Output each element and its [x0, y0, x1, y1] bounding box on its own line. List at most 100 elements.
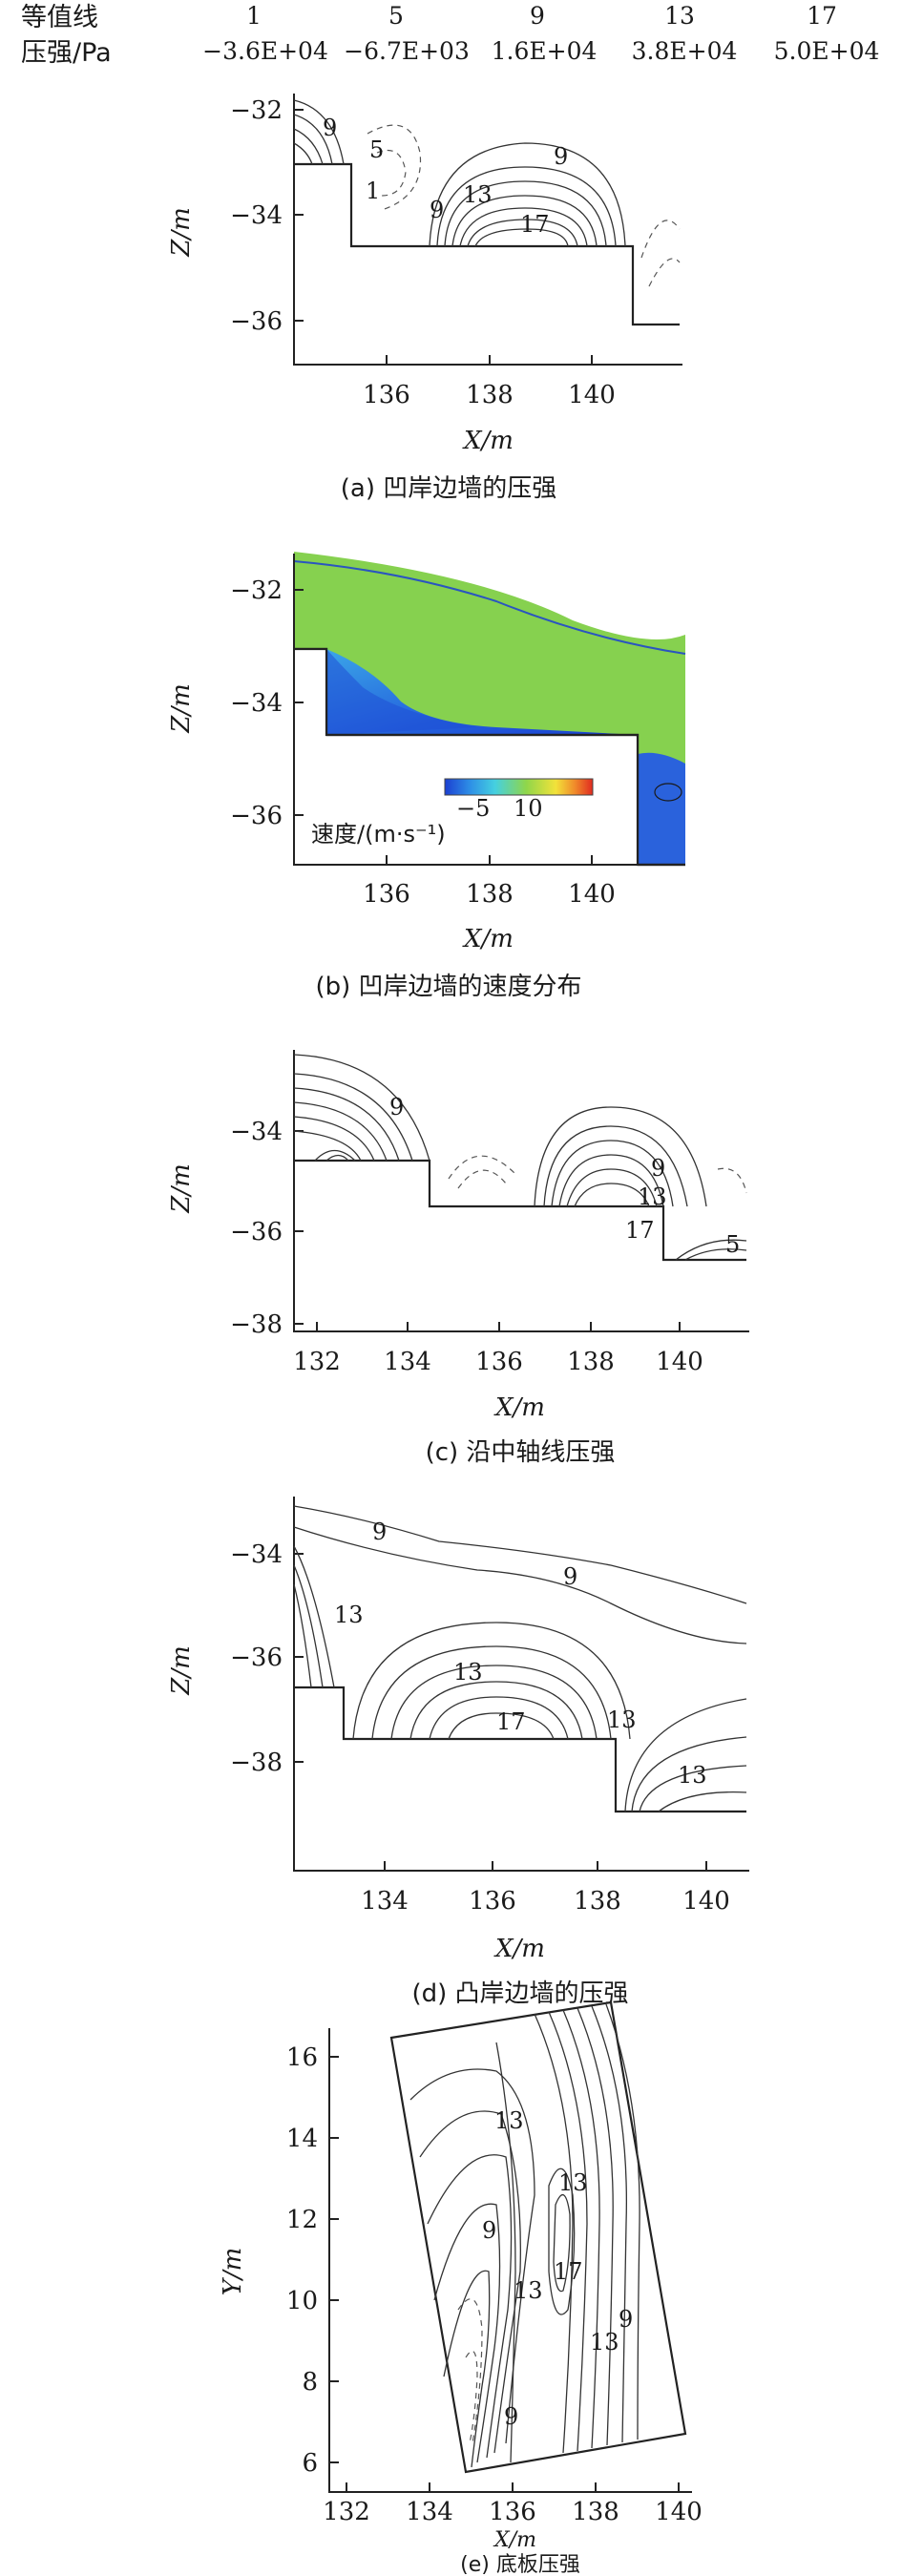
panel-a-ytick-1: −32 — [230, 96, 283, 125]
legend-pressure-17: 5.0E+04 — [774, 37, 880, 65]
panel-a-ytick-2: −34 — [230, 201, 283, 230]
panel-a-ylabel: Z/m — [167, 207, 196, 257]
panel-a-label-17: 17 — [520, 211, 550, 238]
panel-b-caption: (b) 凹岸边墙的速度分布 — [315, 973, 581, 1001]
panel-b-ylabel: Z/m — [167, 683, 196, 733]
panel-c-contours: 9 9 13 17 5 — [293, 1054, 747, 1262]
legend-level-17: 17 — [807, 2, 837, 30]
legend-pressure-9: 1.6E+04 — [492, 37, 598, 65]
legend-pressure-1: −3.6E+04 — [202, 37, 328, 65]
panel-e: 16 14 12 10 8 6 132 134 136 138 140 X/m … — [219, 2000, 703, 2576]
panel-d-label-13b: 13 — [453, 1659, 483, 1686]
panel-c-xtick-1: 132 — [293, 1348, 341, 1376]
panel-e-label-9b: 9 — [619, 2306, 633, 2333]
legend-pressure-13: 3.8E+04 — [632, 37, 738, 65]
panel-e-label-13a: 13 — [494, 2107, 524, 2134]
panel-a-xtick-2: 138 — [466, 381, 514, 409]
panel-c-label-13: 13 — [638, 1183, 667, 1210]
panel-c-axes — [293, 1050, 749, 1332]
panel-e-label-13b: 13 — [558, 2169, 588, 2196]
panel-b: −32 −34 −36 136 138 140 X/m Z/m −5 10 速度… — [167, 552, 686, 1001]
panel-b-colorbar-tick-2: 10 — [514, 795, 543, 822]
panel-b-free-surface — [293, 560, 686, 655]
panel-d-label-13d: 13 — [678, 1762, 707, 1789]
panel-e-label-17: 17 — [554, 2258, 583, 2285]
legend-pressure-label: 压强/Pa — [21, 38, 112, 68]
panel-b-xtick-1: 136 — [363, 880, 410, 909]
panel-c-label-9b: 9 — [651, 1155, 665, 1182]
panel-e-caption: (e) 底板压强 — [460, 2553, 580, 2576]
panel-d-contours: 9 9 13 13 17 13 13 — [293, 1505, 747, 1813]
panel-d-xtick-3: 138 — [574, 1887, 621, 1916]
panel-a-xtick-1: 136 — [363, 381, 410, 409]
panel-d-ytick-1: −34 — [230, 1540, 283, 1569]
legend-level-13: 13 — [664, 2, 695, 30]
legend-level-1: 1 — [246, 2, 262, 30]
panel-c-ylabel: Z/m — [167, 1163, 196, 1213]
panel-a-ticks — [294, 109, 593, 365]
panel-c-ytick-3: −38 — [230, 1310, 283, 1339]
panel-e-xtick-3: 136 — [489, 2498, 536, 2526]
panel-e-ytick-5: 8 — [302, 2368, 318, 2397]
panel-d-ylabel: Z/m — [167, 1645, 196, 1695]
panel-d-xlabel: X/m — [493, 1935, 545, 1963]
panel-e-ytick-4: 10 — [286, 2287, 318, 2315]
panel-b-ytick-2: −34 — [230, 689, 283, 718]
panel-d-label-13a: 13 — [334, 1602, 364, 1628]
panel-a-label-5: 5 — [369, 136, 384, 163]
panel-c-caption: (c) 沿中轴线压强 — [426, 1438, 616, 1467]
panel-b-xlabel: X/m — [462, 925, 514, 953]
panel-d: −34 −36 −38 134 136 138 140 X/m Z/m (d) … — [167, 1497, 749, 2008]
panel-e-floor-outline — [389, 2000, 687, 2474]
panel-a-label-9b: 9 — [554, 143, 568, 170]
contour-legend: 等值线 压强/Pa 1 5 9 13 17 −3.6E+04 −6.7E+03 … — [21, 2, 879, 68]
panel-e-label-9a: 9 — [482, 2217, 496, 2244]
panel-d-caption: (d) 凸岸边墙的压强 — [411, 1979, 628, 2008]
panel-c-label-5: 5 — [725, 1231, 740, 1258]
panel-e-label-9c: 9 — [504, 2403, 518, 2430]
panel-a-label-9a: 9 — [323, 115, 337, 141]
legend-level-label: 等值线 — [21, 3, 98, 32]
panel-e-ytick-2: 14 — [286, 2125, 318, 2153]
panel-a-label-13: 13 — [463, 181, 493, 208]
panel-b-xtick-2: 138 — [466, 880, 514, 909]
panel-a: −32 −34 −36 136 138 140 X/m Z/m (a) 凹岸边墙… — [167, 94, 682, 503]
panel-e-xtick-4: 138 — [572, 2498, 619, 2526]
panel-b-axes — [293, 554, 685, 866]
panel-c-ytick-2: −36 — [230, 1218, 283, 1246]
panel-b-colorbar-label: 速度/(m·s⁻¹) — [311, 821, 446, 848]
panel-d-xtick-4: 140 — [682, 1887, 730, 1916]
panel-b-xtick-3: 140 — [568, 880, 616, 909]
panel-b-green-field — [294, 552, 685, 865]
panel-d-label-9a: 9 — [372, 1518, 387, 1545]
panel-e-xtick-5: 140 — [655, 2498, 703, 2526]
panel-c-xtick-3: 136 — [475, 1348, 523, 1376]
panel-c-xlabel: X/m — [493, 1393, 545, 1422]
panel-e-label-13d: 13 — [590, 2329, 619, 2356]
panel-d-label-13c: 13 — [607, 1707, 637, 1733]
panel-c-xtick-4: 138 — [567, 1348, 615, 1376]
panel-d-label-9b: 9 — [563, 1563, 577, 1590]
panel-c-label-9a: 9 — [389, 1094, 404, 1120]
panel-d-ytick-3: −38 — [230, 1749, 283, 1777]
panel-a-caption: (a) 凹岸边墙的压强 — [341, 474, 557, 503]
panel-e-ytick-6: 6 — [302, 2449, 318, 2478]
legend-level-9: 9 — [530, 2, 545, 30]
legend-level-5: 5 — [388, 2, 404, 30]
panel-e-xtick-1: 132 — [323, 2498, 370, 2526]
panel-c-xtick-5: 140 — [656, 1348, 703, 1376]
panel-e-label-13c: 13 — [514, 2277, 543, 2304]
panel-b-ytick-1: −32 — [230, 576, 283, 605]
panel-e-ylabel: Y/m — [219, 2248, 247, 2296]
legend-pressure-5: −6.7E+03 — [344, 37, 470, 65]
panel-d-xtick-1: 134 — [361, 1887, 409, 1916]
panel-a-xtick-3: 140 — [568, 381, 616, 409]
panel-a-ytick-3: −36 — [230, 307, 283, 336]
panel-e-axes — [328, 2028, 692, 2493]
panel-e-xlabel: X/m — [493, 2528, 536, 2552]
panel-a-label-9c: 9 — [430, 197, 444, 223]
panel-e-ytick-3: 12 — [286, 2206, 318, 2234]
panel-c-wall-profile — [294, 1159, 746, 1262]
panel-b-colorbar-tick-1: −5 — [456, 795, 490, 822]
